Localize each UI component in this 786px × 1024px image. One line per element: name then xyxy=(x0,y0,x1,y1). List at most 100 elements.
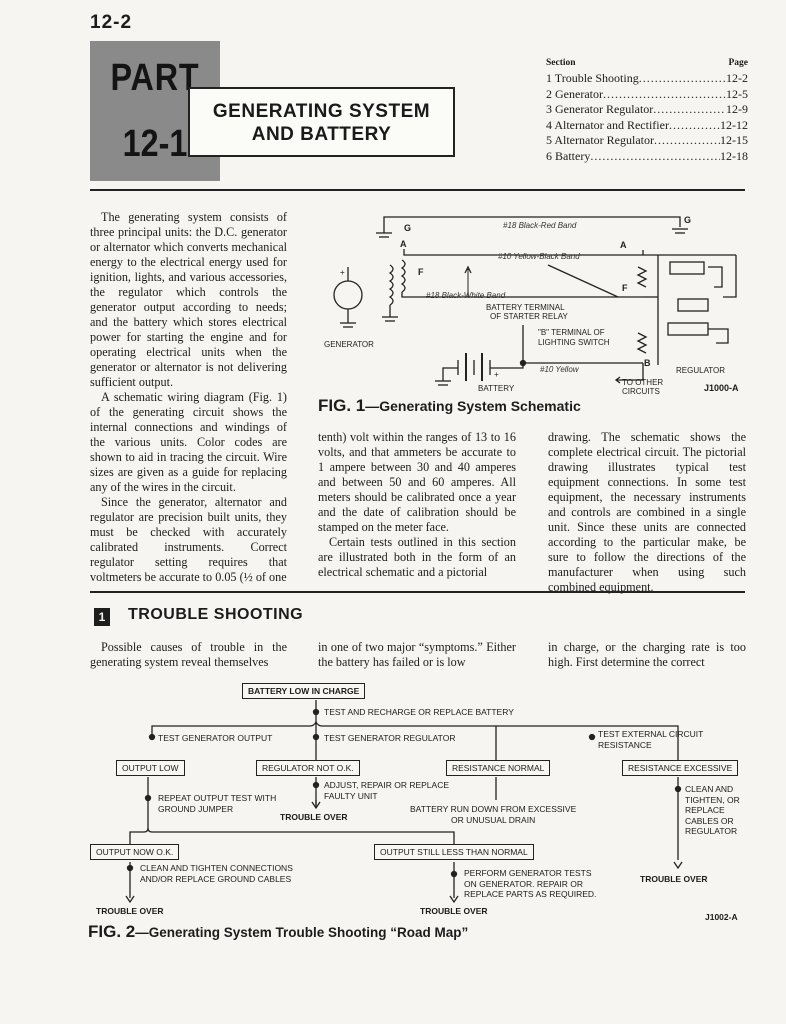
test-external-line2: RESISTANCE xyxy=(598,739,652,750)
right-column: drawing. The schematic shows the complet… xyxy=(548,430,746,595)
section-index: Section Page 1 Trouble Shooting 12-2 2 Ge… xyxy=(546,58,748,164)
wire-label-18-black-red: #18 Black-Red Band xyxy=(503,221,577,230)
label-battery-terminal: BATTERY TERMINAL xyxy=(486,303,565,312)
toc-row-page: 12-18 xyxy=(720,148,748,163)
label-f-left: F xyxy=(418,267,424,277)
figure2-caption: FIG. 2—Generating System Trouble Shootin… xyxy=(88,922,468,942)
chapter-title-line2: AND BATTERY xyxy=(251,124,392,145)
figure2-caption-text: —Generating System Trouble Shooting “Roa… xyxy=(135,925,469,940)
label-f-right: F xyxy=(622,283,628,293)
label-b-terminal: "B" TERMINAL OF xyxy=(538,328,605,337)
test-external-line1: TEST EXTERNAL CIRCUIT xyxy=(598,729,704,739)
chapter-title-box: GENERATING SYSTEM AND BATTERY xyxy=(188,87,455,157)
middle-column: tenth) volt within the ranges of 13 to 1… xyxy=(318,430,516,580)
toc-row-page: 12-5 xyxy=(726,86,748,101)
svg-text:+: + xyxy=(340,268,345,277)
toc-row[interactable]: 6 Battery 12-18 xyxy=(546,149,748,165)
output-now-ok-box: OUTPUT NOW O.K. xyxy=(90,844,180,860)
toc-row[interactable]: 3 Generator Regulator 12-9 xyxy=(546,102,748,118)
repeat-line1: REPEAT OUTPUT TEST WITH xyxy=(158,793,277,803)
toc-row[interactable]: 5 Alternator Regulator 12-15 xyxy=(546,133,748,149)
clean-line4: CABLES OR xyxy=(685,815,734,826)
header-rule xyxy=(90,189,745,191)
clean-line5: REGULATOR xyxy=(685,826,738,836)
middle-paragraph: Certain tests outlined in this section a… xyxy=(318,535,516,579)
label-g-right: G xyxy=(684,215,691,225)
clean-line3: REPLACE xyxy=(685,805,725,815)
label-starter-relay: OF STARTER RELAY xyxy=(490,312,568,321)
toc-row-page: 12-15 xyxy=(720,133,748,147)
trouble-paragraph: in charge, or the charging rate is too h… xyxy=(548,640,746,669)
toc-page-header: Page xyxy=(728,58,748,68)
regulator-not-ok-box: REGULATOR NOT O.K. xyxy=(256,760,360,776)
perform-line3: REPLACE PARTS AS REQUIRED. xyxy=(464,889,597,899)
figure2-code: J1002-A xyxy=(705,912,738,922)
trouble-shooting-title: TROUBLE SHOOTING xyxy=(128,606,304,623)
intro-paragraph: A schematic wiring diagram (Fig. 1) of t… xyxy=(90,390,287,494)
label-to-other: TO OTHER xyxy=(622,378,663,387)
battery-run-line1: BATTERY RUN DOWN FROM EXCESSIVE xyxy=(410,804,577,814)
adjust-line2: FAULTY UNIT xyxy=(324,790,378,801)
figure1-caption-text: —Generating System Schematic xyxy=(365,398,581,414)
toc-row-label: 6 Battery xyxy=(546,148,591,163)
intro-paragraph: Since the generator, alternator and regu… xyxy=(90,495,287,584)
toc-row-page: 12-2 xyxy=(726,71,748,85)
wire-label-10-yellow-black: #10 Yellow-Black Band xyxy=(498,252,580,261)
test-recharge-text: TEST AND RECHARGE OR REPLACE BATTERY xyxy=(324,707,514,717)
toc-row[interactable]: 1 Trouble Shooting 12-2 xyxy=(546,71,748,87)
trouble-over-generator: TROUBLE OVER xyxy=(420,906,488,916)
battery-low-box: BATTERY LOW IN CHARGE xyxy=(242,683,366,699)
toc-row-label: 3 Generator Regulator xyxy=(546,102,654,116)
label-regulator: REGULATOR xyxy=(676,366,725,375)
section-number-badge: 1 xyxy=(94,608,110,626)
label-generator: GENERATOR xyxy=(324,340,374,349)
resistance-normal-box: RESISTANCE NORMAL xyxy=(446,760,551,776)
wire-label-10-yellow: #10 Yellow xyxy=(540,365,580,374)
trouble-paragraph: Possible causes of trouble in the genera… xyxy=(90,640,287,669)
wire-label-18-black-white: #18 Black-White Band xyxy=(426,291,506,300)
test-generator-regulator-text: TEST GENERATOR REGULATOR xyxy=(324,733,456,743)
middle-paragraph: tenth) volt within the ranges of 13 to 1… xyxy=(318,430,516,534)
svg-text:+: + xyxy=(494,370,499,379)
toc-row-label: 4 Alternator and Rectifier xyxy=(546,117,669,132)
toc-row[interactable]: 4 Alternator and Rectifier 12-12 xyxy=(546,118,748,134)
clean-line2: TIGHTEN, OR xyxy=(685,794,740,805)
trouble-over-regulator: TROUBLE OVER xyxy=(280,812,348,822)
test-generator-output-text: TEST GENERATOR OUTPUT xyxy=(158,733,273,743)
trouble-over-output: TROUBLE OVER xyxy=(96,906,164,916)
right-paragraph: drawing. The schematic shows the complet… xyxy=(548,430,746,594)
repeat-line2: GROUND JUMPER xyxy=(158,803,234,814)
generating-system-schematic: G G #18 Black-Red Band A A #10 Yellow-Bl… xyxy=(324,215,737,395)
perform-line1: PERFORM GENERATOR TESTS xyxy=(464,868,592,878)
output-still-low-box: OUTPUT STILL LESS THAN NORMAL xyxy=(374,844,534,860)
label-lighting-switch: LIGHTING SWITCH xyxy=(538,338,610,347)
trouble-paragraph: in one of two major “symptoms.” Either t… xyxy=(318,640,516,669)
label-battery: BATTERY xyxy=(478,384,515,393)
part-label: PART xyxy=(110,57,200,99)
figure1-code: J1000-A xyxy=(704,383,739,393)
toc-row[interactable]: 2 Generator 12-5 xyxy=(546,87,748,103)
part-number: 12-1 xyxy=(122,123,188,165)
label-circuits: CIRCUITS xyxy=(622,387,660,395)
toc-row-label: 1 Trouble Shooting xyxy=(546,71,639,85)
toc-row-label: 5 Alternator Regulator xyxy=(546,133,654,147)
toc-section-header: Section xyxy=(546,58,576,68)
toc-row-page: 12-9 xyxy=(726,102,748,116)
clean-conn-line1: CLEAN AND TIGHTEN CONNECTIONS xyxy=(140,863,293,873)
perform-line2: ON GENERATOR. REPAIR OR xyxy=(464,878,584,889)
toc-row-label: 2 Generator xyxy=(546,86,603,101)
label-b: B xyxy=(644,358,651,368)
toc-row-page: 12-12 xyxy=(720,117,748,132)
chapter-title-line1: GENERATING SYSTEM xyxy=(212,101,431,122)
page-number: 12-2 xyxy=(90,12,133,33)
label-a-left: A xyxy=(400,239,407,249)
trouble-text-col2: in one of two major “symptoms.” Either t… xyxy=(318,640,516,670)
clean-line1: CLEAN AND xyxy=(685,784,734,794)
